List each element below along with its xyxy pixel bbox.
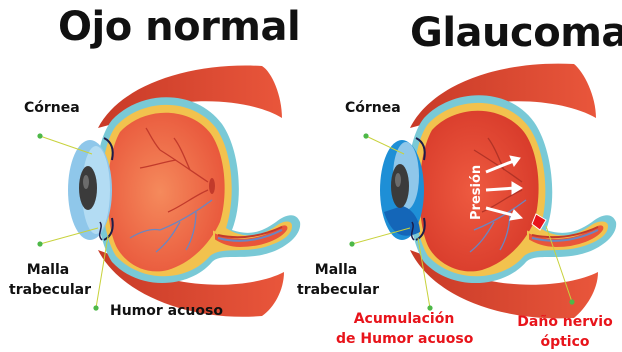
pupil [391,164,409,208]
label-damage-line1: Daño nervio [510,314,620,331]
pupil [79,166,97,210]
label-damage-line2: óptico [510,334,620,351]
optic-disc [209,178,215,194]
label-humor-normal: Humor acuoso [110,303,223,320]
label-mesh-glaucoma-line1: Malla [312,262,360,279]
label-cornea-normal: Córnea [24,100,80,117]
label-mesh-normal-line2: trabecular [9,282,91,299]
pupil-highlight [83,175,89,189]
pressure-label: Presión [469,165,484,220]
label-cornea-glaucoma: Córnea [345,100,401,117]
label-accumulation-line2: de Humor acuoso [336,331,472,348]
label-mesh-normal-line1: Malla [24,262,72,279]
pupil-highlight [395,173,401,187]
label-accumulation-line1: Acumulación [336,311,472,328]
label-mesh-glaucoma-line2: trabecular [297,282,379,299]
